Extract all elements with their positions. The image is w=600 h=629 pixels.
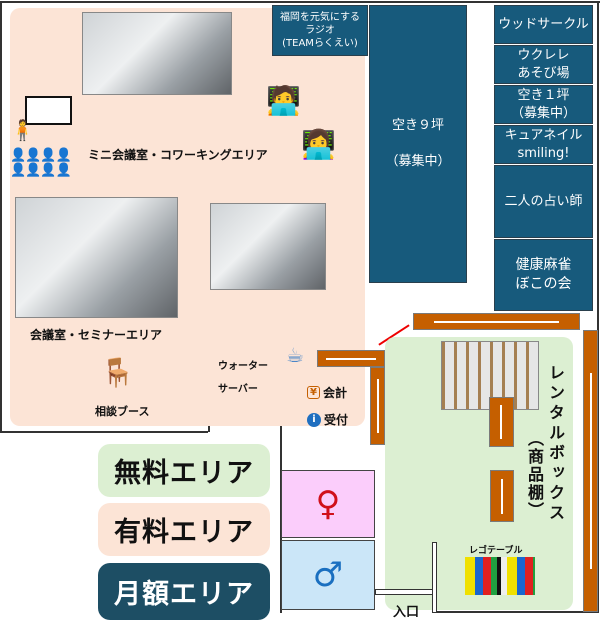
checkout: ¥ 会計 [307, 384, 347, 401]
coder-icon: 👩‍💻 [301, 128, 336, 161]
booth-line: (TEAMらくえい) [282, 38, 358, 49]
wall-top [0, 1, 600, 3]
wall-bottom-right [437, 611, 599, 613]
booth-wood-circle[interactable]: ウッドサークル [494, 5, 593, 44]
reception: i 受付 [307, 411, 348, 428]
man-icon: ♂ [312, 555, 344, 595]
coder-icon: 🧑‍💻 [266, 84, 301, 117]
booth-vacant-1[interactable]: 空き１坪 （募集中） [494, 85, 593, 124]
booth-line: 空き９坪 [391, 118, 444, 134]
consult-label: 相談ブース [95, 405, 150, 418]
woman-icon: ♀ [315, 484, 341, 524]
booth-line: 二人の占い師 [504, 193, 583, 209]
consult-booth-icon: 🪑 [100, 356, 135, 389]
meeting-room-photo [210, 203, 326, 290]
seminar-photo [15, 197, 178, 318]
booth-line: smiling! [517, 145, 570, 161]
booth-mahjong[interactable]: 健康麻雀ぼこの会 [494, 239, 593, 311]
booth-line: ぼこの会 [515, 276, 572, 292]
rental-shelf [490, 470, 514, 522]
wall-right [597, 1, 599, 613]
womens-restroom[interactable]: ♀ [281, 470, 375, 538]
right-shelf [583, 330, 598, 612]
booth-fortune[interactable]: 二人の占い師 [494, 165, 593, 238]
lego-label: レゴテーブル [469, 546, 523, 556]
booth-line: 健康麻雀 [515, 257, 572, 274]
mens-restroom[interactable]: ♂ [281, 540, 375, 610]
seminar-label: 会議室・セミナーエリア [30, 328, 163, 342]
wall-bottom-left [0, 431, 208, 433]
booth-line: ラジオ [305, 25, 335, 36]
water-server-label: ウォーター [218, 361, 268, 372]
entrance-door [432, 542, 437, 613]
counter-shelf [370, 367, 385, 445]
booth-vacant-9[interactable]: 空き９坪 （募集中） [369, 5, 467, 283]
booth-line: （募集中） [385, 154, 451, 169]
booth-line: （募集中） [510, 105, 576, 121]
yen-icon: ¥ [307, 386, 320, 399]
top-shelf [413, 313, 580, 330]
booth-line: ウクレレ [517, 47, 570, 63]
rental-shelf [489, 397, 514, 447]
audience-icon: 👤👤👤👤👤👤👤👤 [10, 148, 72, 178]
whiteboard-icon [25, 96, 72, 125]
rental-box-label: レンタルボックス [546, 364, 565, 524]
booth-line: あそび場 [517, 65, 570, 81]
reception-label: 受付 [324, 413, 349, 427]
booth-line: ウッドサークル [498, 16, 589, 32]
lego-table [465, 557, 535, 595]
entrance-label: 入口 [393, 605, 420, 620]
booth-line: キュアネイル [504, 127, 583, 143]
legend-paid: 有料エリア [98, 503, 270, 556]
counter-shelf [317, 350, 385, 367]
mug-icon: ☕ [286, 343, 304, 367]
coworking-photo [82, 12, 232, 95]
booth-line: 空き１坪 [517, 87, 570, 103]
legend-monthly: 月額エリア [98, 563, 270, 620]
legend-free: 無料エリア [98, 444, 270, 497]
booth-radio[interactable]: 福岡を元気にする ラジオ (TEAMらくえい) [272, 5, 368, 56]
booth-line: 福岡を元気にする [279, 12, 361, 23]
checkout-label: 会計 [322, 386, 347, 400]
booth-cure-nail[interactable]: キュアネイル smiling! [494, 125, 593, 164]
entrance-wall [375, 589, 433, 595]
wall-left [0, 1, 2, 433]
presenter-icon: 🧍 [10, 118, 35, 142]
info-icon: i [307, 412, 321, 427]
booth-ukulele[interactable]: ウクレレあそび場 [494, 45, 593, 84]
rental-box-sub: （商品棚） [525, 430, 544, 520]
water-server-label: サーバー [218, 384, 258, 395]
coworking-label: ミニ会議室・コワーキングエリア [88, 148, 268, 162]
